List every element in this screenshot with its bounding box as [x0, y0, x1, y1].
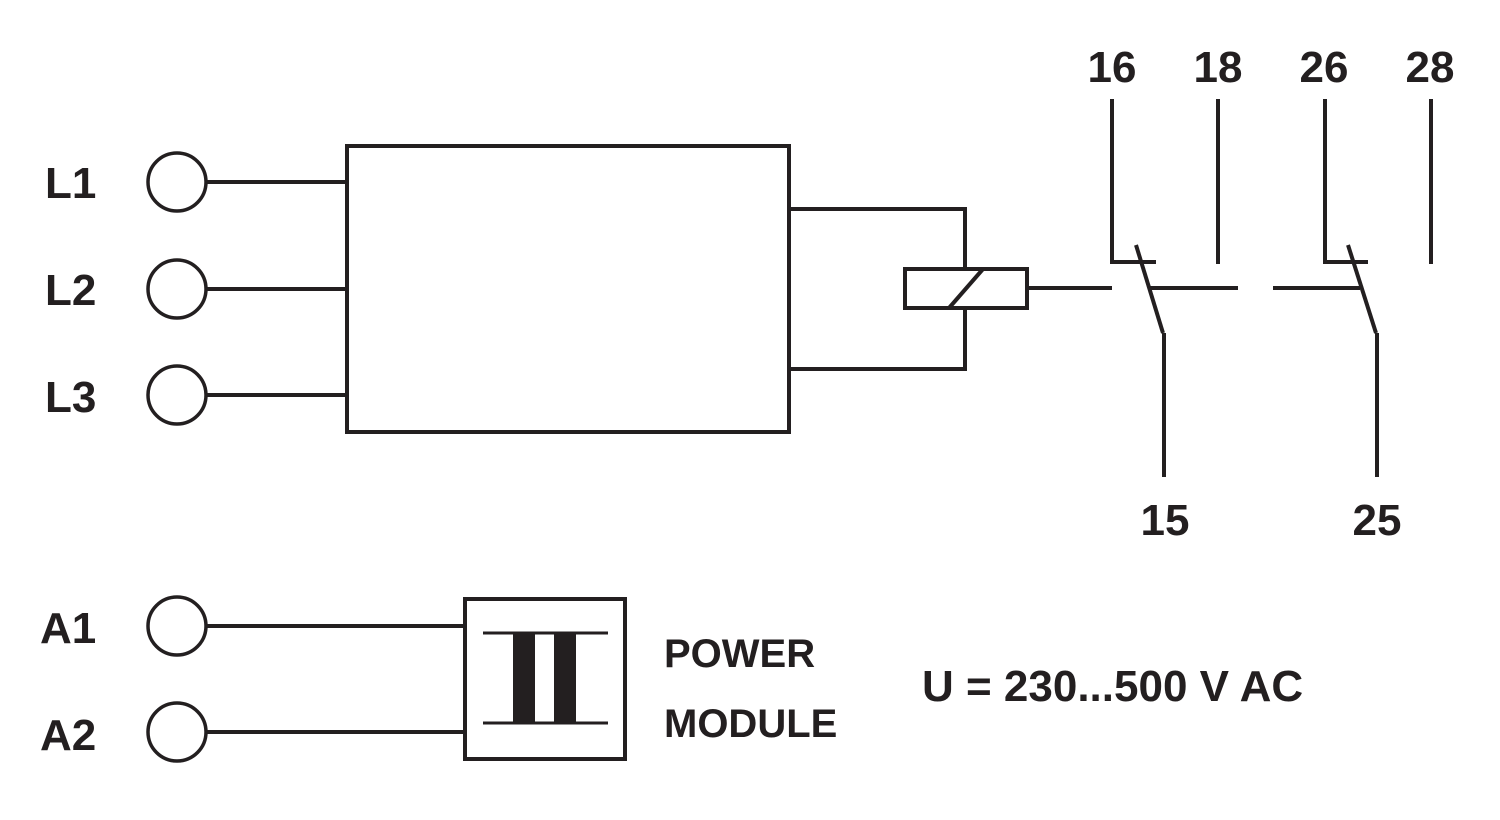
contact-2-blade — [1346, 244, 1378, 334]
terminal-label-l2: L2 — [45, 266, 96, 315]
power-module-box — [463, 597, 627, 761]
power-module-label-line1: POWER — [664, 632, 815, 676]
terminal-l3 — [146, 364, 208, 426]
monitoring-unit-box — [345, 144, 791, 434]
contact-label-26: 26 — [1300, 43, 1349, 92]
contact-label-18: 18 — [1194, 43, 1243, 92]
relay-coil-slash — [947, 267, 985, 310]
terminal-label-a1: A1 — [40, 604, 96, 653]
voltage-rating: U = 230...500 V AC — [922, 662, 1303, 711]
terminal-label-l3: L3 — [45, 373, 96, 422]
terminal-l1 — [146, 151, 208, 213]
contact-2-nc-terminal — [1323, 99, 1368, 264]
coil-wire-bottom — [789, 308, 967, 371]
contact-label-25: 25 — [1353, 496, 1402, 545]
contact-label-16: 16 — [1088, 43, 1137, 92]
terminal-a2 — [146, 701, 208, 763]
power-module-label-line2: MODULE — [664, 702, 837, 746]
contact-1-blade — [1134, 244, 1165, 334]
coil-wire-top — [789, 207, 967, 269]
terminal-l2 — [146, 258, 208, 320]
terminal-label-a2: A2 — [40, 711, 96, 760]
contact-label-28: 28 — [1406, 43, 1455, 92]
transformer-icon — [483, 631, 608, 725]
contact-label-15: 15 — [1141, 496, 1190, 545]
contact-1-nc-terminal — [1110, 99, 1156, 264]
terminal-a1 — [146, 595, 208, 657]
terminal-label-l1: L1 — [45, 159, 96, 208]
